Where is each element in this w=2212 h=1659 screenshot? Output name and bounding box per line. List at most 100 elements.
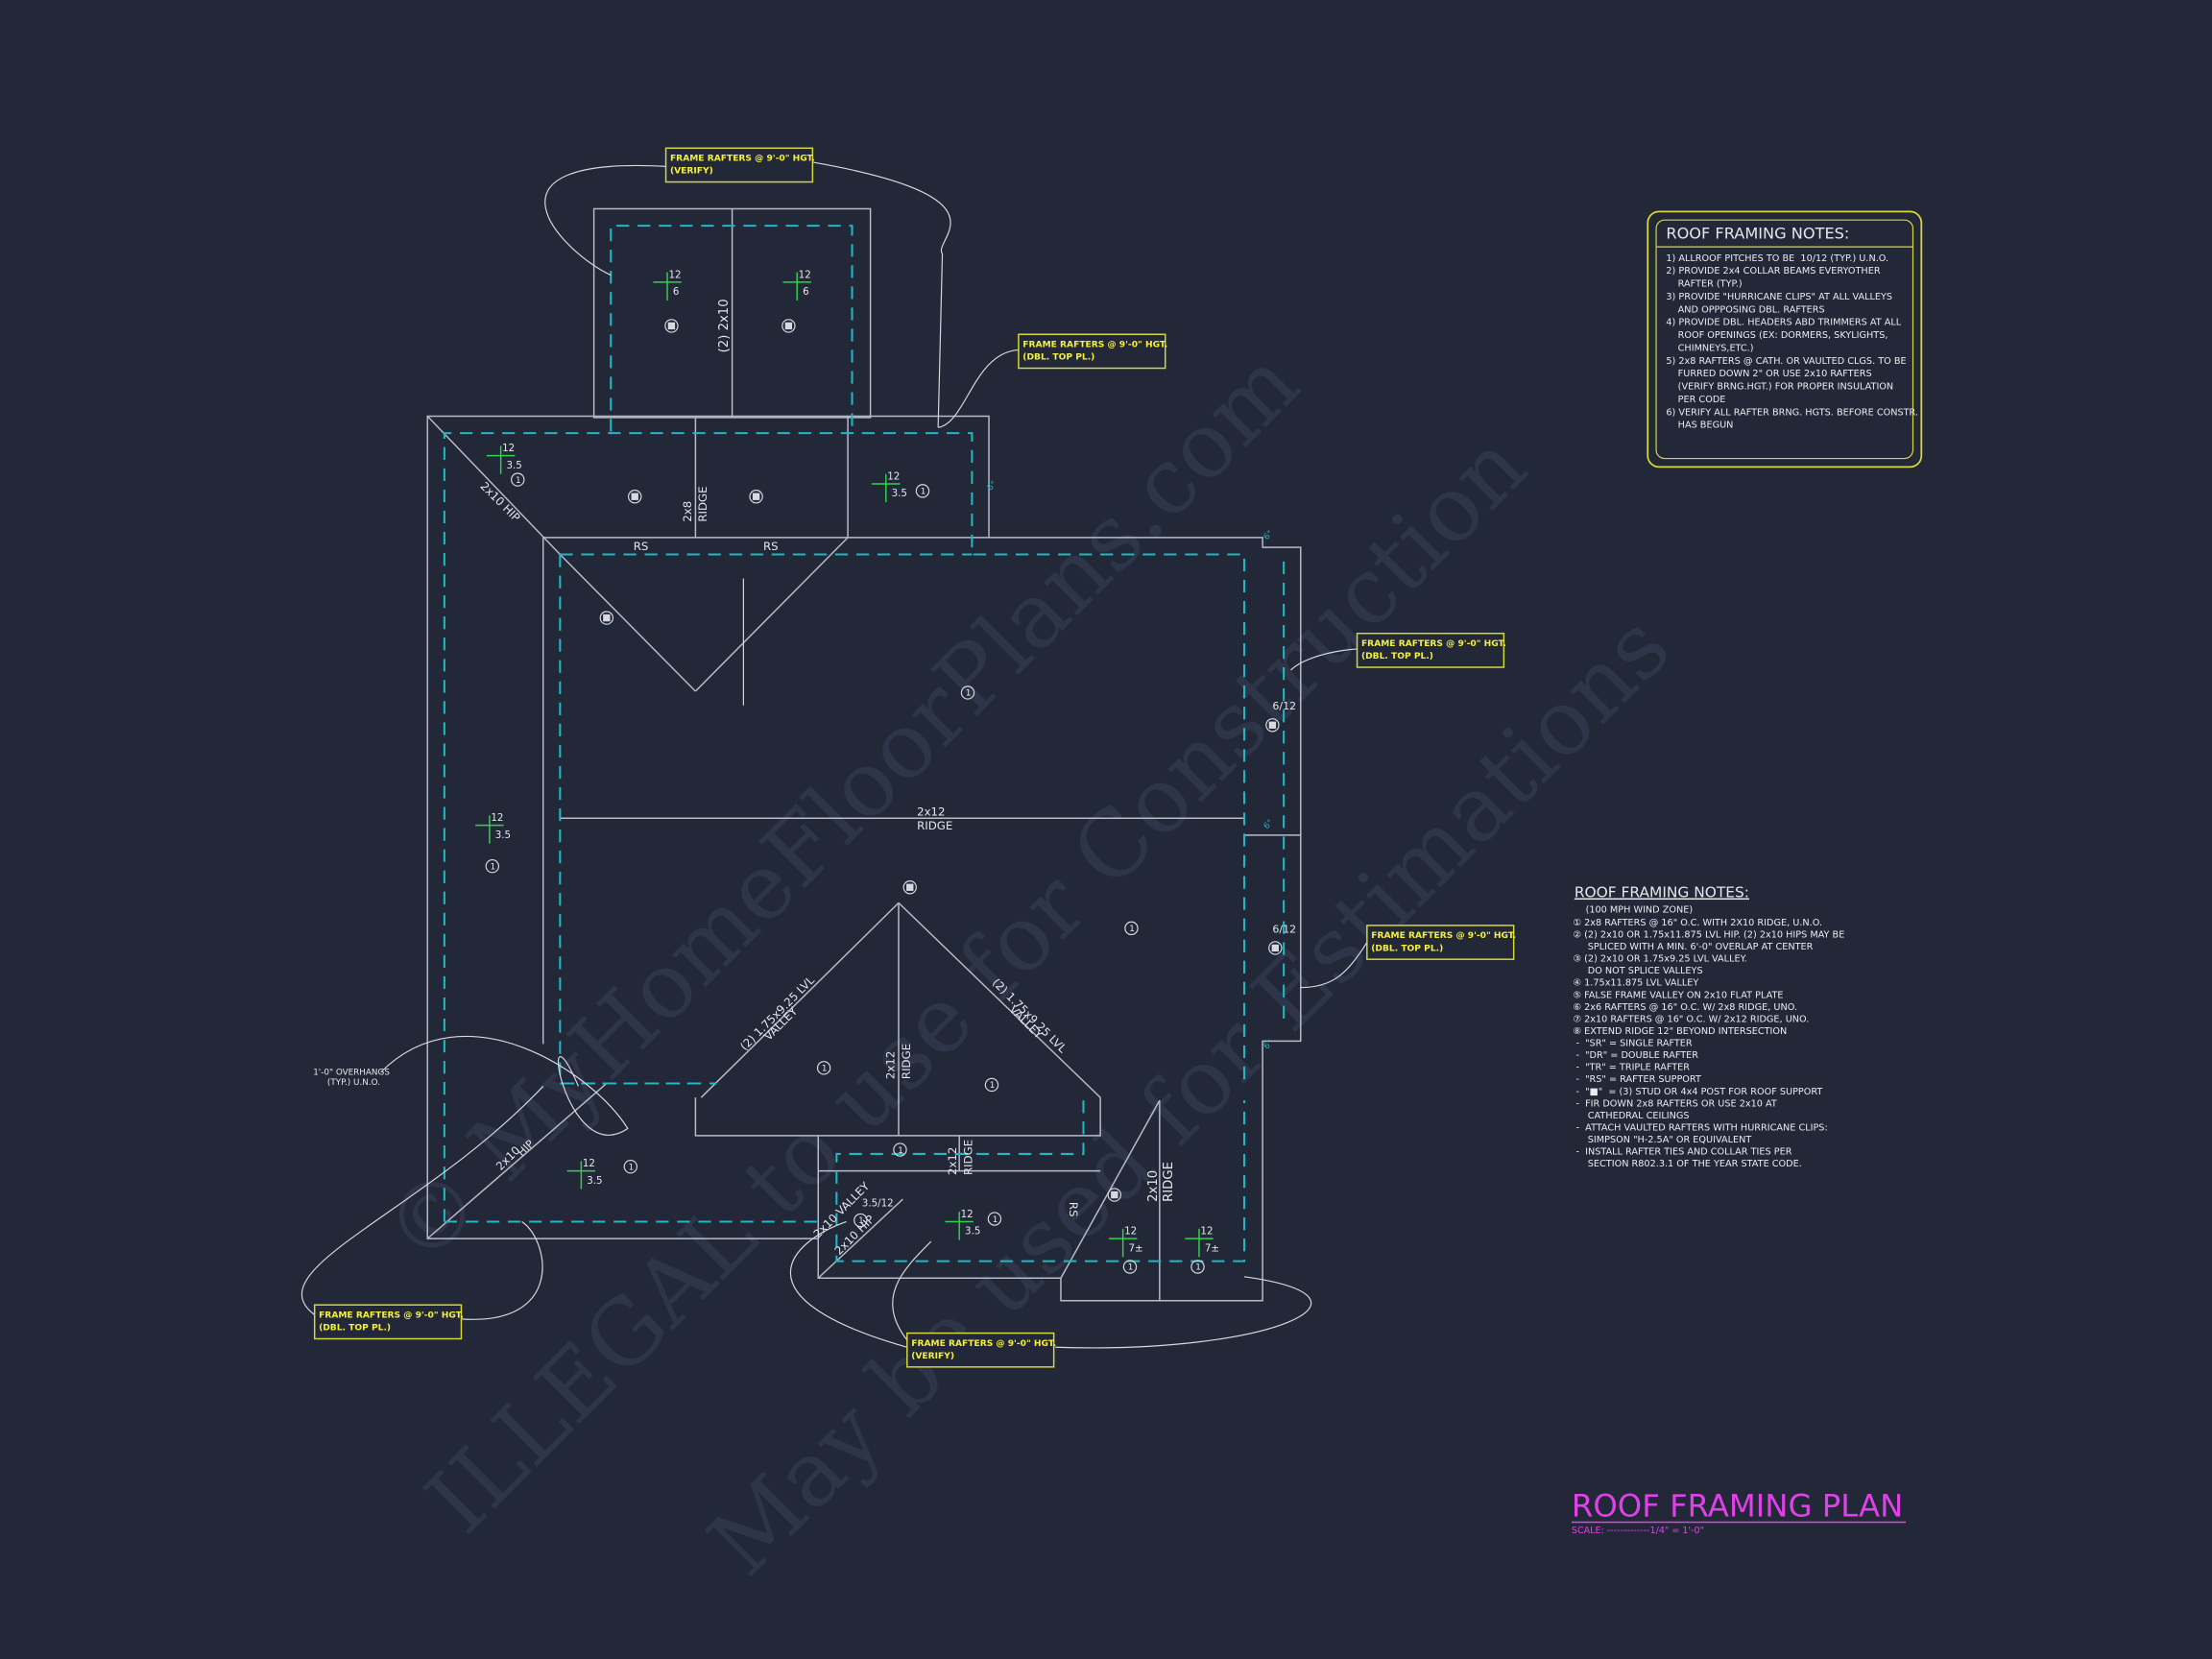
roof-outline <box>426 207 1302 1302</box>
callout-line-1: FRAME RAFTERS @ 9'-0" HGT. <box>1371 931 1516 941</box>
pitch-rise: 12 <box>887 471 900 483</box>
post-symbol <box>749 490 763 504</box>
notes-list-line: - FIR DOWN 2x8 RAFTERS OR USE 2x10 AT <box>1573 1098 1777 1109</box>
post-symbol <box>628 490 642 504</box>
notes-box-line: HAS BEGUN <box>1666 421 1733 431</box>
notes-box-line: FURRED DOWN 2" OR USE 2x10 RAFTERS <box>1666 369 1871 379</box>
callout-line-2: (DBL. TOP PL.) <box>1361 652 1433 661</box>
notes-list-line: - INSTALL RAFTER TIES AND COLLAR TIES PE… <box>1573 1147 1791 1158</box>
pitch-run: 7± <box>1205 1242 1219 1254</box>
pitch-rise: 12 <box>668 269 681 280</box>
pitch-rise: 12 <box>502 443 515 454</box>
callout-line-1: FRAME RAFTERS @ 9'-0" HGT. <box>670 155 815 164</box>
pitch-rise: 12 <box>1200 1226 1213 1238</box>
callout-line-2: (DBL. TOP PL.) <box>1371 944 1443 953</box>
plan-label: 2x12 <box>884 1051 898 1079</box>
notes-list-line: ⑤ FALSE FRAME VALLEY ON 2x10 FLAT PLATE <box>1573 990 1783 1000</box>
callout-line-1: FRAME RAFTERS @ 9'-0" HGT. <box>1022 340 1167 349</box>
post-symbol <box>781 319 796 333</box>
pitch-symbol: 123.5 <box>945 1209 980 1240</box>
note-tag: 1 <box>1124 921 1139 936</box>
notes-box-title: ROOF FRAMING NOTES: <box>1666 224 1849 242</box>
note-tag: 1 <box>987 1212 1002 1226</box>
callout-line-2: (VERIFY) <box>670 167 713 177</box>
note-tag: 1 <box>960 685 975 700</box>
notes-box-line: (VERIFY BRNG.HGT.) FOR PROPER INSULATION <box>1666 382 1893 393</box>
tag-number: 1 <box>491 862 496 872</box>
pitch-symbol: 123.5 <box>475 812 511 844</box>
plan-label: 2x8 <box>681 501 694 522</box>
notes-list-line: SIMPSON "H-2.5A" OR EQUIVALENT <box>1573 1135 1751 1145</box>
notes-list-line: SECTION R802.3.1 OF THE YEAR STATE CODE. <box>1573 1159 1801 1169</box>
notes-box-line: CHIMNEYS,ETC.) <box>1666 343 1753 353</box>
plan-label: 2x10 <box>1146 1170 1161 1202</box>
notes-list-line: ③ (2) 2x10 OR 1.75x9.25 LVL VALLEY. <box>1573 954 1746 965</box>
watermark: © MyHomeFloorPlans.com ILLEGAL to use fo… <box>365 331 1690 1596</box>
tag-number: 1 <box>858 1216 864 1226</box>
notes-list-title: ROOF FRAMING NOTES: <box>1575 884 1749 902</box>
note-tag: 1 <box>623 1159 638 1174</box>
plan-label: 2x12 <box>946 1147 959 1175</box>
plan-label: 2x12 <box>917 805 945 818</box>
pitch-run: 3.5 <box>965 1226 980 1238</box>
plan-label: RS <box>1067 1202 1080 1217</box>
callout-line-2: (DBL. TOP PL.) <box>319 1324 391 1334</box>
notes-box-line: 4) PROVIDE DBL. HEADERS ABD TRIMMERS AT … <box>1666 318 1901 328</box>
notes-list-line: CATHEDRAL CEILINGS <box>1573 1111 1689 1121</box>
callout-line-2: (DBL. TOP PL.) <box>1022 353 1094 363</box>
plan-label: 6" <box>1262 1038 1276 1051</box>
notes-list-subtitle: (100 MPH WIND ZONE) <box>1586 905 1694 916</box>
notes-box-line: 1) ALLROOF PITCHES TO BE 10/12 (TYP.) U.… <box>1666 253 1888 264</box>
drawing-scale: SCALE: -------------1/4" = 1'-0" <box>1572 1526 1704 1536</box>
plan-label: (2) 1.75x9.25 LVL <box>737 974 817 1053</box>
pitch-run: 3.5 <box>892 488 907 499</box>
plan-label: RIDGE <box>917 819 952 832</box>
pitch-symbol: 127± <box>1185 1226 1219 1258</box>
notes-box-line: 5) 2x8 RAFTERS @ CATH. OR VAULTED CLGS. … <box>1666 356 1906 367</box>
notes-list-line: ④ 1.75x11.875 LVL VALLEY <box>1573 978 1698 989</box>
watermark-line-2: ILLEGAL to use for Construction <box>407 414 1547 1553</box>
pitch-rise: 12 <box>1124 1226 1137 1238</box>
note-tag: 1 <box>816 1061 831 1075</box>
notes-list-line: SPLICED WITH A MIN. 6'-0" OVERLAP AT CEN… <box>1573 942 1813 952</box>
plan-label: RIDGE <box>900 1044 913 1079</box>
pitch-symbol: 126 <box>653 269 682 301</box>
tag-number: 1 <box>1128 1263 1134 1273</box>
notes-list-line: - "SR" = SINGLE RAFTER <box>1573 1039 1693 1049</box>
plan-label: 6" <box>1262 818 1276 831</box>
drawing-title-block: ROOF FRAMING PLAN SCALE: -------------1/… <box>1572 1488 1907 1536</box>
plan-label: (TYP.) U.N.O. <box>327 1078 380 1088</box>
notes-list-line: ⑥ 2x6 RAFTERS @ 16" O.C. W/ 2x8 RIDGE, U… <box>1573 1002 1797 1013</box>
plan-label: 6" <box>1262 529 1276 542</box>
pitch-symbol: 127± <box>1108 1226 1143 1258</box>
notes-box-line: AND OPPPOSING DBL. RAFTERS <box>1666 304 1824 315</box>
tag-number: 1 <box>629 1163 635 1172</box>
plan-label: 3.5/12 <box>862 1197 894 1209</box>
notes-list-line: DO NOT SPLICE VALLEYS <box>1573 966 1702 976</box>
tag-number: 1 <box>1129 925 1135 934</box>
pitch-run: 3.5 <box>507 460 522 471</box>
plan-label: 6" <box>986 480 999 493</box>
pitch-rise: 12 <box>491 812 503 824</box>
notes-box-line: 2) PROVIDE 2x4 COLLAR BEAMS EVERYOTHER <box>1666 266 1880 276</box>
tag-number: 1 <box>822 1065 828 1074</box>
plan-label: (2) 2x10 <box>717 299 732 352</box>
callout-leaders <box>301 161 1368 1349</box>
drawing-title: ROOF FRAMING PLAN <box>1572 1488 1903 1525</box>
callout-box: FRAME RAFTERS @ 9'-0" HGT.(VERIFY) <box>906 1332 1056 1368</box>
notes-list-line: - "DR" = DOUBLE RAFTER <box>1573 1050 1698 1061</box>
tag-number: 1 <box>990 1081 996 1091</box>
plan-label: RS <box>763 540 779 553</box>
note-tag: 1 <box>984 1077 999 1093</box>
notes-box-line: ROOF OPENINGS (EX: DORMERS, SKYLIGHTS, <box>1666 330 1887 341</box>
tag-number: 1 <box>1195 1263 1201 1273</box>
post-symbol <box>902 880 917 895</box>
notes-list-line: ② (2) 2x10 OR 1.75x11.875 LVL HIP. (2) 2… <box>1573 929 1844 940</box>
notes-box-line: RAFTER (TYP.) <box>1666 279 1742 290</box>
plan-label: 6/12 <box>1272 923 1296 935</box>
note-tag: 1 <box>1190 1260 1205 1274</box>
note-tag: 1 <box>915 484 930 498</box>
tag-number: 1 <box>516 476 521 486</box>
